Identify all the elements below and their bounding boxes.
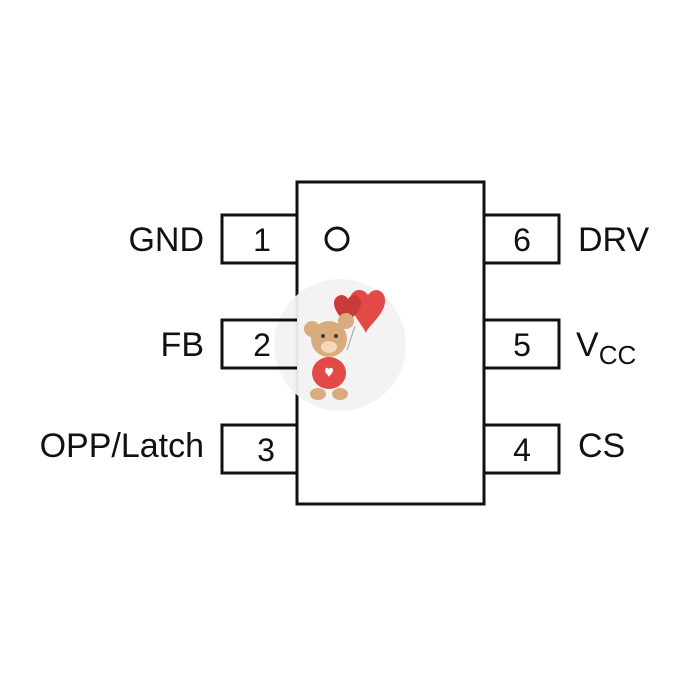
pin-5: 5 VCC (484, 318, 636, 370)
pin-3: 3 OPP/Latch (40, 423, 297, 475)
pin-2: 2 FB (161, 318, 297, 370)
teddy-bear-watermark-icon (274, 279, 419, 411)
pin-1-number: 1 (253, 222, 271, 258)
pin-2-number: 2 (253, 327, 271, 363)
pin-5-label-sub: CC (599, 340, 637, 370)
pin-6-number: 6 (513, 222, 531, 258)
pin-1-label: GND (128, 221, 204, 259)
pin-6: 6 DRV (484, 213, 649, 265)
pin-4-label: CS (578, 427, 625, 465)
pin-6-label: DRV (578, 221, 649, 259)
pin-4: 4 CS (484, 423, 625, 475)
pin-5-label-main: V (576, 326, 599, 364)
pin1-marker-icon (324, 226, 350, 252)
pin-5-label: VCC (576, 326, 636, 370)
pin-5-number: 5 (513, 327, 531, 363)
pin-2-label: FB (161, 326, 204, 364)
pin-3-label: OPP/Latch (40, 427, 204, 465)
pin-4-number: 4 (513, 432, 531, 468)
pin-1: 1 GND (128, 213, 297, 265)
pin-3-number: 3 (257, 432, 275, 468)
